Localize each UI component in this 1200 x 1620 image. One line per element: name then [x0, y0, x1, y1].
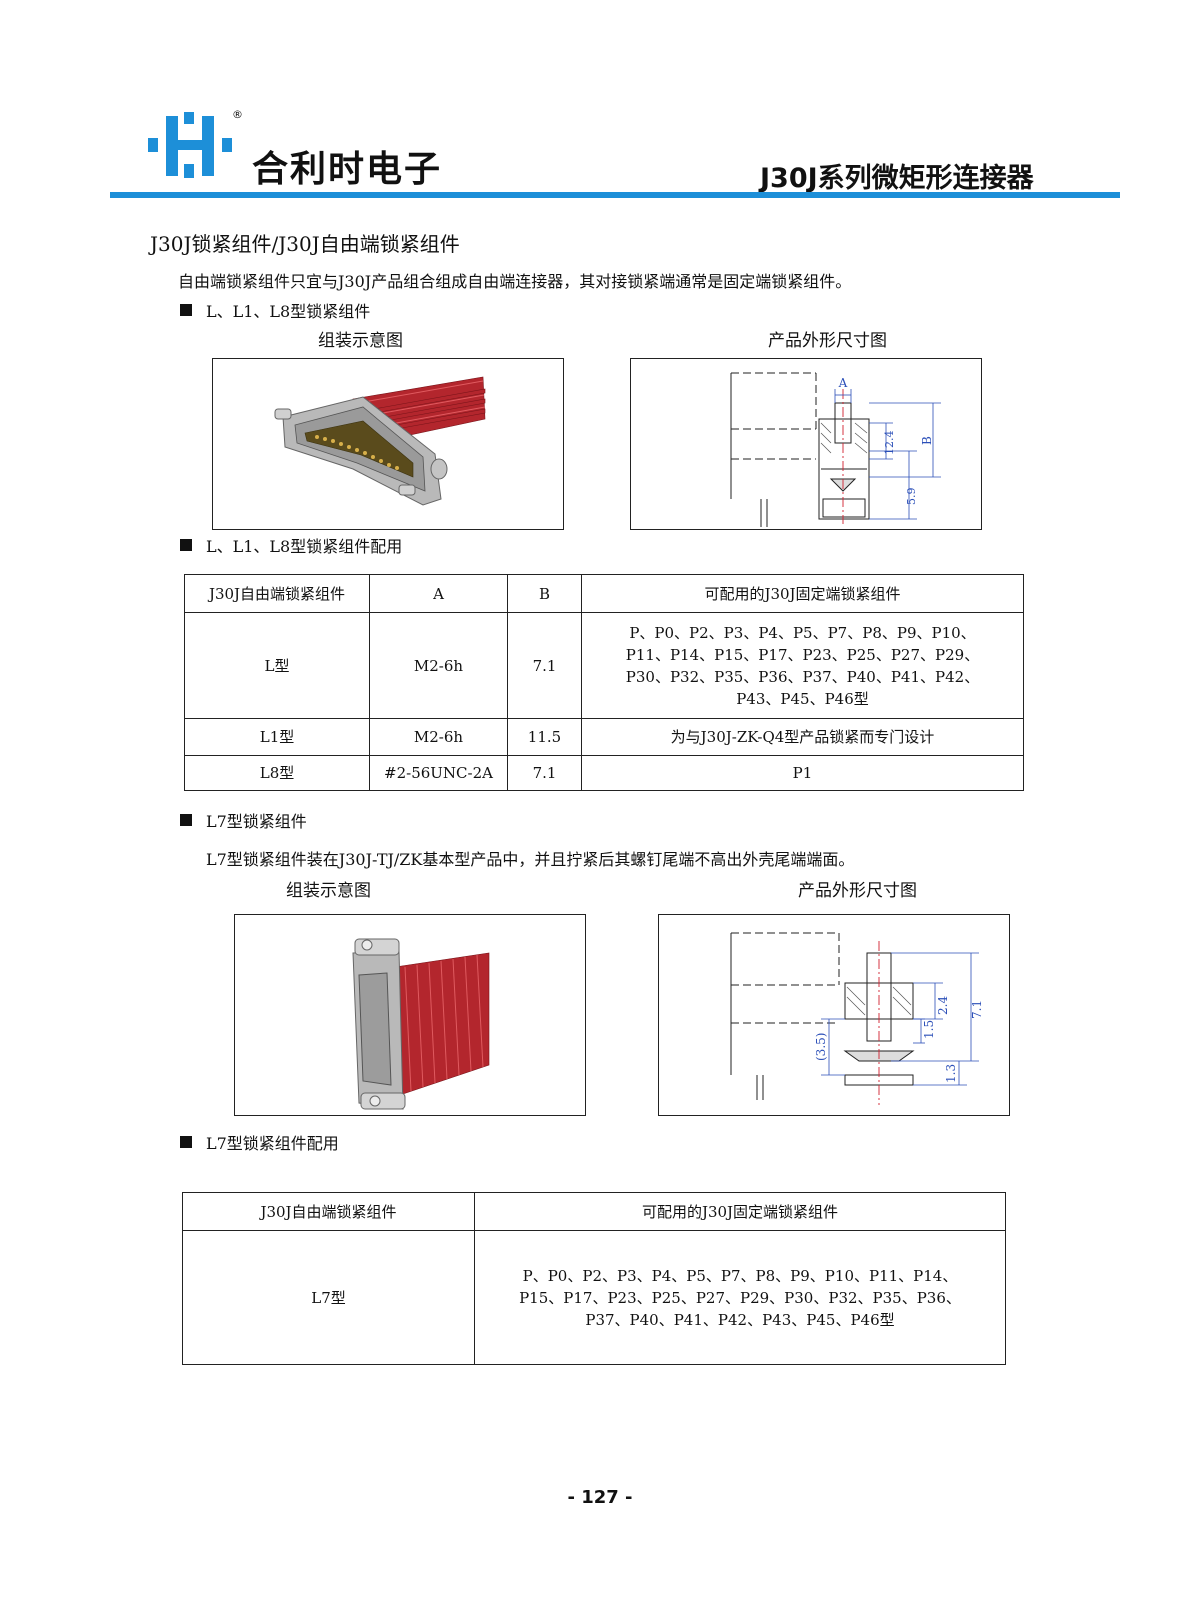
series-title: J30J系列微矩形连接器 [760, 163, 1034, 194]
part1-heading: L、L1、L8型锁紧组件 [180, 298, 370, 322]
bullet-square-icon [180, 539, 192, 551]
table-header-cell: B [507, 574, 582, 613]
part2-heading-text: L7型锁紧组件 [206, 812, 307, 831]
table-row: L8型 #2-56UNC-2A 7.1 P1 [184, 755, 1024, 791]
compat-line: P11、P14、P15、P17、P23、P25、P27、P29、 [625, 645, 980, 664]
page-number: - 127 - [567, 1487, 633, 1508]
compat-line: P15、P17、P23、P25、P27、P29、P30、P32、P35、P36、 [519, 1288, 961, 1307]
bullet-square-icon [180, 304, 192, 316]
table-cell-b: 11.5 [507, 718, 582, 756]
table2-heading: L7型锁紧组件配用 [180, 1130, 339, 1154]
table-cell-compat: P、P0、P2、P3、P4、P5、P7、P8、P9、P10、 P11、P14、P… [581, 612, 1024, 719]
part2-description: L7型锁紧组件装在J30J-TJ/ZK基本型产品中，并且拧紧后其螺钉尾端不高出外… [206, 850, 855, 869]
dim-label-7-1: 7.1 [970, 1000, 984, 1019]
part1-heading-text: L、L1、L8型锁紧组件 [206, 302, 371, 321]
table-header-cell: A [369, 574, 508, 613]
dim-label-1-3: 1.3 [944, 1064, 958, 1083]
bullet-square-icon [180, 1136, 192, 1148]
caption-dimension-2: 产品外形尺寸图 [798, 881, 917, 901]
caption-assembly-1: 组装示意图 [318, 331, 403, 351]
dim-label-a: A [838, 376, 848, 390]
table-cell-type: L型 [184, 612, 370, 719]
section-intro: 自由端锁紧组件只宜与J30J产品组合组成自由端连接器，其对接锁紧端通常是固定端锁… [178, 272, 852, 291]
table2-heading-text: L7型锁紧组件配用 [206, 1134, 339, 1153]
table-header-cell: 可配用的J30J固定端锁紧组件 [581, 574, 1024, 613]
dim-label-5-9: 5.9 [905, 488, 918, 506]
table-header-cell: J30J自由端锁紧组件 [182, 1192, 475, 1231]
dim-label-12-4: 12.4 [883, 431, 896, 456]
connector-render-icon [352, 938, 490, 1110]
dim-label-2-4: 2.4 [936, 996, 950, 1015]
company-name: 合利时电子 [252, 149, 443, 190]
table-cell-b: 7.1 [507, 755, 582, 791]
company-logo-icon [148, 112, 240, 190]
connector-render-icon [274, 376, 486, 506]
caption-dimension-1: 产品外形尺寸图 [768, 331, 887, 351]
table-row: L7型 P、P0、P2、P3、P4、P5、P7、P8、P9、P10、P11、P1… [182, 1230, 1006, 1365]
table-cell-compat: 为与J30J-ZK-Q4型产品锁紧而专门设计 [581, 718, 1024, 756]
compat-line: P43、P45、P46型 [736, 689, 869, 708]
table-header-cell: 可配用的J30J固定端锁紧组件 [474, 1192, 1006, 1231]
compat-line: P、P0、P2、P3、P4、P5、P7、P8、P9、P10、P11、P14、 [522, 1266, 958, 1285]
compat-line: P、P0、P2、P3、P4、P5、P7、P8、P9、P10、 [629, 623, 976, 642]
compat-line: P30、P32、P35、P36、P37、P40、P41、P42、 [625, 667, 980, 686]
header-rule [110, 192, 1120, 198]
assembly-figure-2 [234, 914, 586, 1116]
dim-label-3-5: (3.5) [814, 1033, 828, 1061]
dimension-figure-2: 2.4 7.1 1.5 (3.5) 1.3 [658, 914, 1010, 1116]
table-row: L1型 M2-6h 11.5 为与J30J-ZK-Q4型产品锁紧而专门设计 [184, 718, 1024, 756]
bullet-square-icon [180, 814, 192, 826]
compat-line: P37、P40、P41、P42、P43、P45、P46型 [585, 1310, 895, 1329]
registered-mark: ® [232, 108, 243, 121]
table-cell-a: #2-56UNC-2A [369, 755, 508, 791]
part2-heading: L7型锁紧组件 [180, 808, 307, 832]
assembly-figure-1 [212, 358, 564, 530]
table-cell-a: M2-6h [369, 612, 508, 719]
table-header-row: J30J自由端锁紧组件 可配用的J30J固定端锁紧组件 [182, 1192, 1006, 1231]
table-header-row: J30J自由端锁紧组件 A B 可配用的J30J固定端锁紧组件 [184, 574, 1024, 613]
table1-heading-text: L、L1、L8型锁紧组件配用 [206, 537, 403, 556]
table-header-cell: J30J自由端锁紧组件 [184, 574, 370, 613]
section-title: J30J锁紧组件/J30J自由端锁紧组件 [150, 232, 460, 256]
table-cell-type: L7型 [182, 1230, 475, 1365]
compat-table-1: J30J自由端锁紧组件 A B 可配用的J30J固定端锁紧组件 L型 M2-6h… [184, 574, 1024, 791]
table-cell-type: L8型 [184, 755, 370, 791]
dim-label-b: B [920, 436, 934, 445]
caption-assembly-2: 组装示意图 [286, 881, 371, 901]
dim-label-1-5: 1.5 [922, 1020, 936, 1039]
table-cell-compat: P、P0、P2、P3、P4、P5、P7、P8、P9、P10、P11、P14、 P… [474, 1230, 1006, 1365]
table-cell-compat: P1 [581, 755, 1024, 791]
table-cell-b: 7.1 [507, 612, 582, 719]
table-cell-type: L1型 [184, 718, 370, 756]
table1-heading: L、L1、L8型锁紧组件配用 [180, 533, 402, 557]
dimension-figure-1: A B 12.4 5.9 [630, 358, 982, 530]
compat-table-2: J30J自由端锁紧组件 可配用的J30J固定端锁紧组件 L7型 P、P0、P2、… [182, 1192, 1006, 1365]
table-cell-a: M2-6h [369, 718, 508, 756]
table-row: L型 M2-6h 7.1 P、P0、P2、P3、P4、P5、P7、P8、P9、P… [184, 612, 1024, 719]
